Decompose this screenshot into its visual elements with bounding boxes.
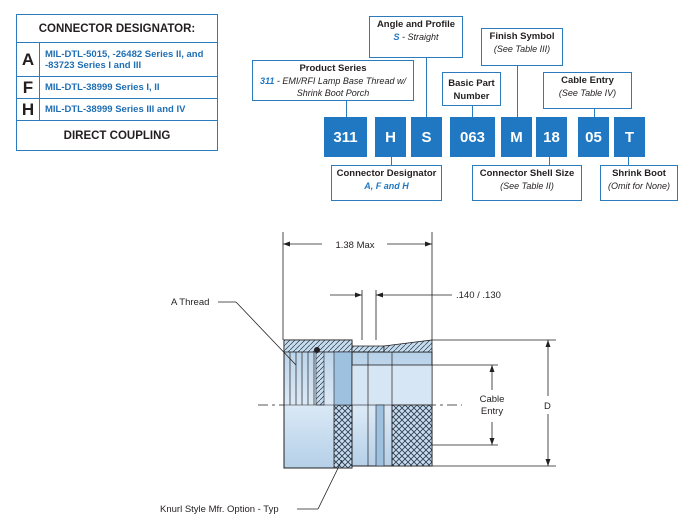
leader-designator [391,157,393,165]
designator-table-footer: DIRECT COUPLING [63,129,171,142]
leader-shrink-boot [628,157,630,165]
callout-desc: (See Table IV) [558,88,617,98]
dim-d-label: D [544,401,551,412]
designator-letter: A [17,43,40,76]
pn-segment-angle: S [411,117,442,157]
leader-finish [517,66,519,117]
connector-body [283,339,433,469]
dim-cable-entry-label-1: Cable [480,394,505,405]
callout-desc: Straight [407,32,439,42]
designator-text: MIL-DTL-38999 Series III and IV [45,104,186,115]
callout-title: Basic Part Number [448,78,495,102]
pn-segment-series: 311 [324,117,367,157]
callout-title: Product Series [299,63,367,74]
dim-thread-gap-label: .140 / .130 [456,290,501,301]
leader-shell-size [549,157,551,165]
designator-table-header: CONNECTOR DESIGNATOR: [17,15,217,43]
pn-segment-shrink-boot: T [614,117,645,157]
callout-code: S [393,32,400,42]
pn-segment-cable-entry: 05 [578,117,609,157]
callout-angle-profile: Angle and Profile S - Straight [369,16,463,58]
leader-angle [426,57,428,117]
callout-title: Connector Designator [336,168,437,179]
leader-cable-entry [594,108,596,117]
callout-desc: A, F and H [364,181,409,191]
callout-product-series: Product Series 311 - EMI/RFI Lamp Base T… [252,60,414,101]
callout-title: Finish Symbol [489,31,555,42]
callout-finish: Finish Symbol (See Table III) [481,28,563,66]
leader-basic-part [472,105,474,117]
pn-segment-shell-size: 18 [536,117,567,157]
designator-text: MIL-DTL-5015, -26482 Series II, and -837… [45,48,204,71]
callout-shell-size: Connector Shell Size (See Table II) [472,165,582,201]
callout-sep: - [274,76,283,86]
knurl-label: Knurl Style Mfr. Option - Typ [160,504,279,515]
pn-segment-finish: M [501,117,532,157]
callout-title: Shrink Boot [612,168,666,179]
callout-desc: (See Table II) [500,181,554,191]
designator-letter: F [17,77,40,98]
connector-designator-table: CONNECTOR DESIGNATOR: A MIL-DTL-5015, -2… [16,14,218,151]
pn-segment-designator: H [375,117,406,157]
pn-segment-basic: 063 [450,117,495,157]
callout-desc: EMI/RFI Lamp Base Thread w/ Shrink Boot … [282,76,406,98]
callout-connector-designator: Connector Designator A, F and H [331,165,442,201]
dim-length-label: 1.38 Max [335,240,374,251]
leader-product-series [346,100,348,117]
callout-sep: - [399,32,408,42]
callout-basic-part: Basic Part Number [442,72,501,106]
callout-desc: (See Table III) [493,44,551,54]
designator-letter: H [17,99,40,120]
a-thread-label: A Thread [171,297,209,308]
callout-code: 311 [260,76,275,86]
callout-title: Angle and Profile [376,19,456,30]
designator-text: MIL-DTL-38999 Series I, II [45,82,160,93]
dim-cable-entry-label-2: Entry [481,406,503,417]
dim-cable-entry [432,364,498,446]
designator-row-h: H MIL-DTL-38999 Series III and IV [17,99,217,121]
dim-d [432,339,556,467]
dim-length [282,232,433,340]
designator-row-a: A MIL-DTL-5015, -26482 Series II, and -8… [17,43,217,77]
callout-cable-entry: Cable Entry (See Table IV) [543,72,632,109]
dim-thread-gap [330,290,452,340]
callout-desc: (Omit for None) [607,181,670,191]
callout-shrink-boot: Shrink Boot (Omit for None) [600,165,678,201]
callout-title: Cable Entry [561,75,614,86]
callout-title: Connector Shell Size [479,168,575,179]
designator-row-f: F MIL-DTL-38999 Series I, II [17,77,217,99]
